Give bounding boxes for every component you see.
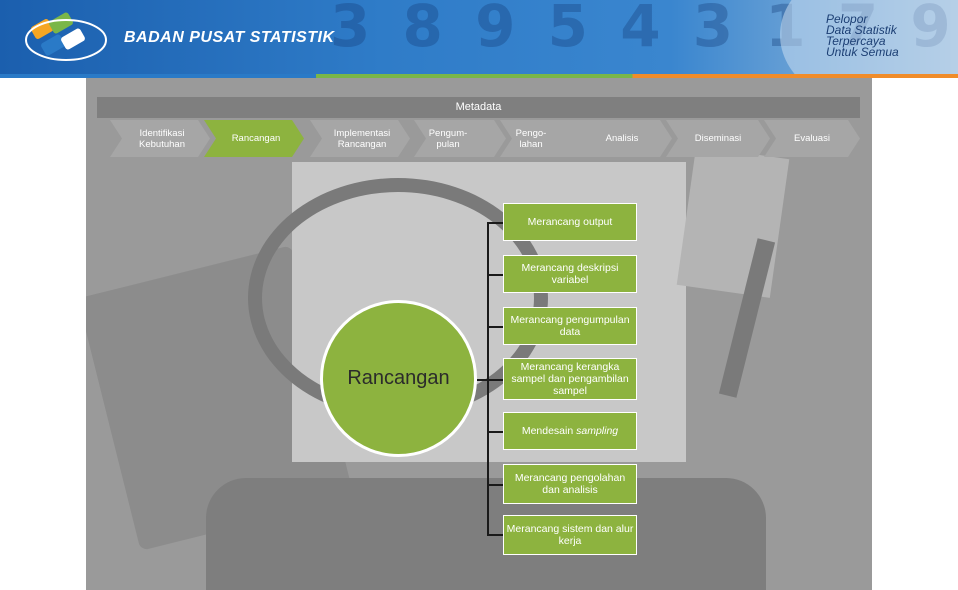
tagline-line: Terpercaya [826, 34, 886, 48]
tagline: Pelopor Data Statistik Terpercaya Untuk … [826, 12, 899, 59]
connector-branch [487, 326, 505, 328]
step-label: Evaluasi [794, 133, 830, 144]
chevron-shape [204, 120, 304, 157]
circle-label: Rancangan [347, 367, 450, 389]
step-label: Implementasi Rancangan [333, 127, 391, 150]
sub-item-label: Merancang deskripsi variabel [521, 262, 619, 286]
tagline-line: Pelopor [826, 12, 868, 26]
step-implementasi-rancangan[interactable]: Implementasi Rancangan [310, 120, 410, 157]
step-label: Rancangan [231, 133, 281, 144]
connector-circle [477, 379, 489, 381]
chevron-shape [310, 120, 410, 157]
step-label: Diseminasi [694, 133, 742, 144]
step-label: Analisis [605, 133, 639, 144]
step-label: Identifikasi Kebutuhan [139, 127, 185, 150]
connector-trunk [487, 222, 489, 535]
rancangan-circle: Rancangan [320, 300, 477, 457]
metadata-bar: Metadata [97, 97, 860, 118]
org-name: BADAN PUSAT STATISTIK [124, 29, 335, 46]
sub-item-merancang-kerangka-sampel[interactable]: Merancang kerangka sampel dan pengambila… [503, 358, 637, 400]
sub-item-merancang-output[interactable]: Merancang output [503, 203, 637, 241]
sub-item-label: Merancang sistem dan alur kerja [506, 523, 634, 547]
sub-item-mendesain-sampling[interactable]: Mendesain sampling [503, 412, 637, 450]
connector-branch [487, 431, 505, 433]
connector-branch [487, 222, 505, 224]
step-label: Pengum-pulan [428, 127, 468, 150]
sub-item-merancang-deskripsi-variabel[interactable]: Merancang deskripsi variabel [503, 255, 637, 293]
header-banner: 3 8 9 5 4 3 1 7 9 2 BADAN PUSAT STATISTI… [0, 0, 958, 78]
connector-branch [487, 274, 505, 276]
sub-item-label: Merancang output [527, 216, 613, 228]
chevron-shape [500, 120, 592, 157]
sub-item-label: Merancang pengumpulan data [510, 314, 630, 338]
tagline-backdrop [780, 0, 958, 78]
sub-item-label: Mendesain sampling [522, 425, 618, 437]
sub-item-label-prefix: Mendesain [521, 425, 577, 437]
tagline-line: Untuk Semua [826, 45, 899, 59]
step-rancangan[interactable]: Rancangan [204, 120, 304, 157]
step-analisis[interactable]: Analisis [572, 120, 672, 157]
chevron-shape [764, 120, 860, 157]
connector-branch [487, 534, 505, 536]
bps-logo-icon [25, 12, 107, 61]
sub-item-merancang-pengumpulan-data[interactable]: Merancang pengumpulan data [503, 307, 637, 345]
header-color-stripe [0, 74, 958, 78]
hands-image [206, 478, 766, 590]
chevron-shape [414, 120, 506, 157]
sub-item-merancang-pengolahan-analisis[interactable]: Merancang pengolahan dan analisis [503, 464, 637, 504]
step-label: Pengo-lahan [515, 127, 547, 150]
chart-paper-image [676, 146, 790, 298]
sub-item-label-emphasis: sampling [576, 425, 619, 437]
step-evaluasi[interactable]: Evaluasi [764, 120, 860, 157]
chevron-shape [572, 120, 672, 157]
sub-item-label: Merancang kerangka sampel dan pengambila… [511, 361, 629, 397]
sub-item-label: Merancang pengolahan dan analisis [514, 472, 626, 496]
sub-item-merancang-sistem-alur-kerja[interactable]: Merancang sistem dan alur kerja [503, 515, 637, 555]
chevron-shape [110, 120, 210, 157]
connector-branch [487, 379, 505, 381]
step-pengolahan[interactable]: Pengo-lahan [500, 120, 592, 157]
step-diseminasi[interactable]: Diseminasi [666, 120, 770, 157]
tagline-line: Data Statistik [826, 23, 897, 37]
step-pengumpulan[interactable]: Pengum-pulan [414, 120, 506, 157]
chevron-shape [666, 120, 770, 157]
connector-branch [487, 484, 505, 486]
step-identifikasi-kebutuhan[interactable]: Identifikasi Kebutuhan [110, 120, 210, 157]
